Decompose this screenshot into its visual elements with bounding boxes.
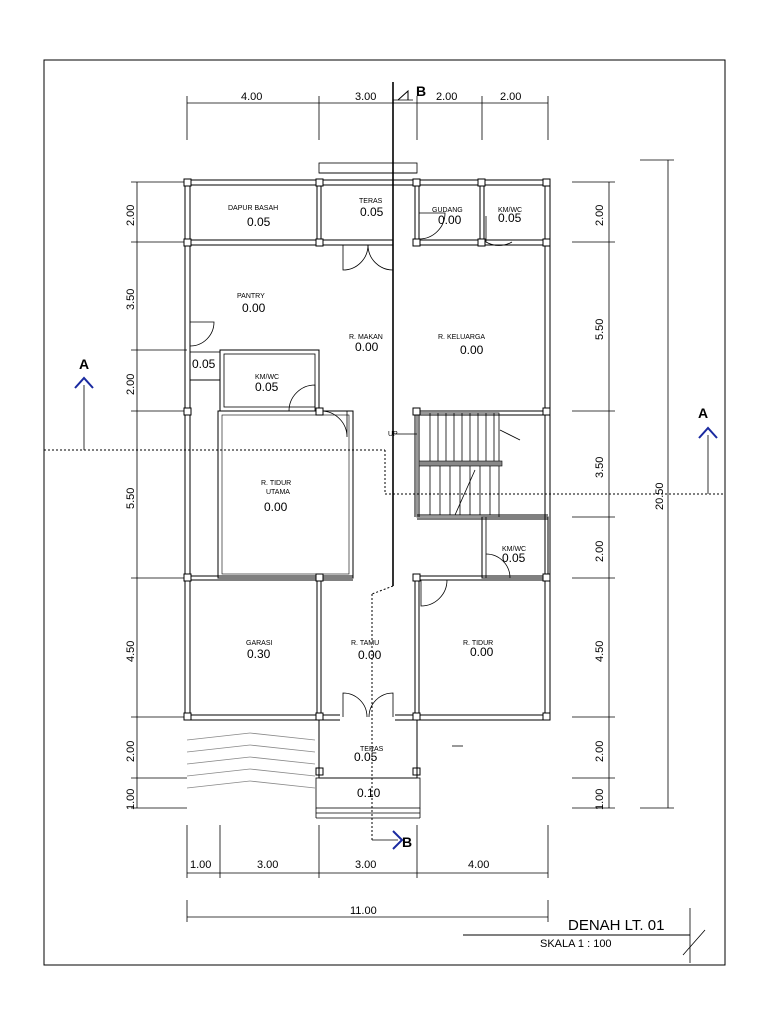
- doors: [189, 212, 513, 718]
- section-b-line: [371, 82, 413, 841]
- level-kmwc-mid: 0.05: [255, 380, 279, 394]
- level-garasi: 0.30: [247, 647, 271, 661]
- left-dim-6: 2.00: [125, 741, 137, 762]
- level-step-side: 0.05: [192, 357, 216, 371]
- exterior-walls: [184, 179, 551, 721]
- room-kmwc-mid: KM/WC: [255, 374, 279, 381]
- level-r-tidur-utama: 0.00: [264, 500, 288, 514]
- drawing-title: DENAH LT. 01: [568, 917, 664, 934]
- right-dim-4: 2.00: [594, 541, 606, 562]
- left-dimension-line: 2.00 3.50 2.00 5.50 4.50 2.00 1.00: [125, 181, 187, 810]
- room-r-tidur-utama-1: R. TIDUR: [261, 480, 291, 487]
- room-kmwc-right: KM/WC: [502, 546, 526, 553]
- drawing-scale: SKALA 1 : 100: [540, 938, 612, 950]
- room-teras-top: TERAS: [359, 198, 383, 205]
- top-dim-4: 2.00: [500, 91, 521, 103]
- bottom-dim-4: 4.00: [468, 859, 489, 871]
- level-gudang: 0.00: [438, 213, 462, 227]
- section-a-line: [44, 385, 725, 495]
- level-r-keluarga: 0.00: [460, 343, 484, 357]
- level-pantry: 0.00: [242, 301, 266, 315]
- bottom-dim-1: 1.00: [190, 859, 211, 871]
- room-pantry: PANTRY: [237, 293, 265, 300]
- top-dimension-line: 4.00 3.00 2.00 2.00: [186, 91, 549, 140]
- room-teras-bottom: TERAS: [360, 746, 384, 753]
- left-dim-2: 3.50: [125, 289, 137, 310]
- front-terrace: [315, 720, 463, 819]
- section-a-left-marker: A: [74, 356, 94, 389]
- room-kmwc-top: KM/WC: [498, 207, 522, 214]
- room-r-keluarga: R. KELUARGA: [438, 334, 485, 341]
- right-dim-6: 2.00: [594, 741, 606, 762]
- level-r-makan: 0.00: [355, 340, 379, 354]
- section-a-right-label: A: [698, 405, 708, 421]
- section-a-left-label: A: [79, 356, 89, 372]
- section-a-right-marker: A: [698, 405, 718, 439]
- right-dim-5: 4.50: [594, 641, 606, 662]
- level-kmwc-top: 0.05: [498, 211, 522, 225]
- staircase: UP: [388, 412, 521, 518]
- garage-ramp: [186, 732, 316, 789]
- sheet-border: [43, 59, 726, 966]
- level-step-bottom: 0.10: [357, 786, 381, 800]
- left-dim-1: 2.00: [125, 205, 137, 226]
- room-dapur-basah: DAPUR BASAH: [228, 205, 278, 212]
- level-teras-bottom: 0.05: [354, 750, 378, 764]
- section-b-top-marker: B: [397, 83, 426, 101]
- room-r-tamu: R. TAMU: [351, 640, 379, 647]
- left-dim-5: 4.50: [125, 641, 137, 662]
- bottom-dim-total: 11.00: [350, 905, 377, 917]
- stair-up-label: UP: [388, 431, 398, 438]
- bottom-dim-2: 3.00: [257, 859, 278, 871]
- level-teras-top: 0.05: [360, 205, 384, 219]
- interior-walls: [187, 162, 549, 717]
- columns: [183, 178, 551, 776]
- right-dim-7: 1.00: [594, 789, 606, 810]
- room-r-makan: R. MAKAN: [349, 334, 383, 341]
- title-block: DENAH LT. 01 SKALA 1 : 100: [463, 908, 706, 963]
- level-dapur-basah: 0.05: [247, 215, 271, 229]
- top-dim-2: 3.00: [355, 91, 376, 103]
- right-dim-total: 20.50: [654, 482, 666, 510]
- left-dim-3: 2.00: [125, 374, 137, 395]
- right-dimension-line: 2.00 5.50 3.50 2.00 4.50 2.00 1.00 20.50: [572, 159, 674, 810]
- room-r-tidur: R. TIDUR: [463, 640, 493, 647]
- right-dim-1: 2.00: [594, 205, 606, 226]
- room-garasi: GARASI: [246, 640, 273, 647]
- bottom-dimension-line: 1.00 3.00 3.00 4.00 11.00: [186, 825, 549, 922]
- right-dim-2: 5.50: [594, 319, 606, 340]
- right-dim-3: 3.50: [594, 457, 606, 478]
- top-dim-3: 2.00: [436, 91, 457, 103]
- room-r-tidur-utama-2: UTAMA: [266, 489, 290, 496]
- room-gudang: GUDANG: [432, 207, 463, 214]
- section-b-bottom-label: B: [402, 834, 412, 850]
- left-dim-7: 1.00: [125, 789, 137, 810]
- level-r-tidur: 0.00: [470, 645, 494, 659]
- bottom-dim-3: 3.00: [355, 859, 376, 871]
- level-r-tamu: 0.00: [358, 648, 382, 662]
- top-dim-1: 4.00: [241, 91, 262, 103]
- section-b-top-label: B: [416, 83, 426, 99]
- section-b-bottom-marker: B: [392, 830, 412, 850]
- room-labels: DAPUR BASAH 0.05 TERAS 0.05 GUDANG 0.00 …: [192, 198, 526, 800]
- level-kmwc-right: 0.05: [502, 551, 526, 565]
- left-dim-4: 5.50: [125, 488, 137, 509]
